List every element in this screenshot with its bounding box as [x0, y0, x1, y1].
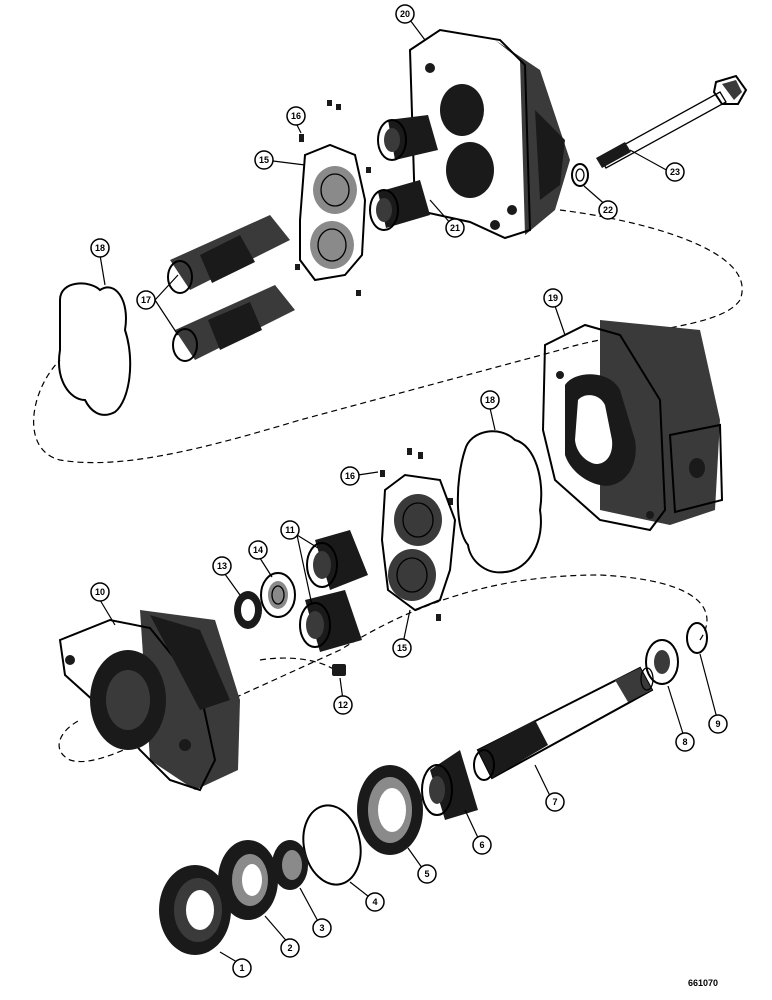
callout-10: 10 [90, 582, 110, 602]
callout-label: 4 [372, 897, 377, 907]
part-1-shaft-seal [159, 865, 231, 955]
callout-17: 17 [136, 290, 156, 310]
callout-label: 20 [400, 9, 410, 19]
callout-16-upper: 16 [286, 106, 306, 126]
callout-21: 21 [445, 218, 465, 238]
callout-7: 7 [545, 792, 565, 812]
callout-label: 14 [253, 545, 263, 555]
part-16-upper-pin [299, 134, 304, 142]
callout-label: 21 [450, 223, 460, 233]
callout-23: 23 [665, 162, 685, 182]
callout-label: 2 [287, 943, 292, 953]
part-23-bolt [596, 74, 748, 169]
callout-label: 6 [479, 840, 484, 850]
part-19-gear-housing [541, 320, 724, 532]
assembly-dash-line-upper [33, 209, 743, 464]
callout-2: 2 [280, 938, 300, 958]
callout-label: 23 [670, 167, 680, 177]
callout-label: 1 [239, 963, 244, 973]
part-22-washer [571, 163, 589, 187]
callout-4: 4 [365, 892, 385, 912]
callout-label: 15 [259, 155, 269, 165]
callout-label: 10 [95, 587, 105, 597]
callout-label: 16 [291, 111, 301, 121]
callout-label: 11 [285, 525, 295, 535]
callout-label: 16 [345, 471, 355, 481]
callout-label: 12 [338, 700, 348, 710]
part-13-ring [234, 591, 262, 629]
part-6-cone-bearing [421, 750, 478, 820]
callout-18-lower: 18 [480, 390, 500, 410]
callout-label: 7 [552, 797, 557, 807]
callout-5: 5 [417, 864, 437, 884]
callout-1: 1 [232, 958, 252, 978]
callout-label: 19 [548, 293, 558, 303]
part-2-retainer [218, 840, 278, 920]
callout-8: 8 [675, 732, 695, 752]
callout-label: 22 [603, 205, 613, 215]
part-8-thrust-washer [645, 639, 679, 685]
callout-15-upper: 15 [254, 150, 274, 170]
callout-11: 11 [280, 520, 300, 540]
callout-label: 17 [141, 295, 151, 305]
assembly-dash-line-lower [58, 574, 708, 762]
assembly-dash-line-left [259, 657, 336, 671]
callout-label: 9 [715, 719, 720, 729]
part-12-plug [332, 664, 346, 676]
part-20-rear-cover [408, 28, 570, 240]
part-18-upper-gasket [58, 282, 132, 416]
part-3-spacer [272, 840, 308, 890]
part-21-upper-bearings [369, 115, 438, 231]
part-10-front-housing [58, 610, 240, 792]
part-17-gears [167, 215, 295, 362]
callout-label: 13 [217, 561, 227, 571]
callout-label: 8 [682, 737, 687, 747]
callout-label: 5 [424, 869, 429, 879]
part-5-bearing-cup [357, 765, 423, 855]
part-15-upper-wear-plate [299, 143, 367, 282]
part-7-drive-shaft [473, 666, 654, 781]
callout-19: 19 [543, 288, 563, 308]
callout-9: 9 [708, 714, 728, 734]
callout-15-lower: 15 [392, 638, 412, 658]
part-15-lower-wear-plate [380, 473, 457, 612]
part-11-lower-bearings [299, 530, 368, 652]
callout-22: 22 [598, 200, 618, 220]
drawing-number: 661070 [688, 978, 719, 988]
part-9-snap-ring [686, 622, 708, 654]
part-14-seal [260, 572, 296, 618]
upper-dowel-pins [295, 100, 371, 296]
callout-14: 14 [248, 540, 268, 560]
callout-label: 18 [95, 243, 105, 253]
callout-13: 13 [212, 556, 232, 576]
part-18-lower-gasket [456, 430, 543, 574]
callout-label: 18 [485, 395, 495, 405]
callout-18-upper: 18 [90, 238, 110, 258]
callout-6: 6 [472, 835, 492, 855]
callout-20: 20 [395, 4, 415, 24]
callout-label: 15 [397, 643, 407, 653]
part-4-o-ring [302, 804, 362, 886]
callout-16-lower: 16 [340, 466, 360, 486]
callout-label: 3 [319, 923, 324, 933]
callout-3: 3 [312, 918, 332, 938]
part-16-lower-pins [380, 448, 453, 621]
callout-12: 12 [333, 695, 353, 715]
